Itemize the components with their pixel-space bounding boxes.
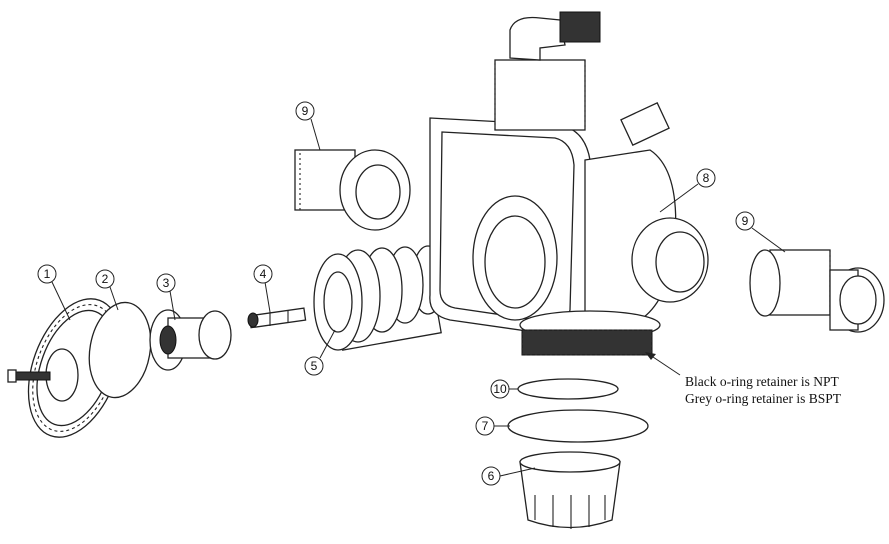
svg-text:4: 4	[260, 267, 267, 281]
svg-text:9: 9	[742, 214, 749, 228]
part-4-regenerant-piston	[247, 307, 307, 329]
callout-1: 1	[37, 264, 57, 284]
part-9-right-fitting	[749, 249, 885, 333]
svg-text:9: 9	[302, 104, 309, 118]
svg-text:1: 1	[44, 267, 51, 281]
part-6-basket	[519, 451, 621, 529]
note-bspt: Grey o-ring retainer is BSPT	[685, 391, 841, 406]
callout-8: 8	[696, 168, 716, 188]
note-npt: Black o-ring retainer is NPT	[685, 374, 839, 389]
part-5-spacer-stack	[313, 245, 445, 351]
callout-7: 7	[475, 416, 495, 436]
part-7-o-ring	[507, 409, 649, 443]
callout-10: 10	[490, 379, 510, 399]
svg-text:7: 7	[482, 419, 489, 433]
svg-text:6: 6	[488, 469, 495, 483]
callout-3: 3	[156, 273, 176, 293]
part-2-o-ring	[88, 301, 152, 399]
callout-5: 5	[304, 356, 324, 376]
svg-text:10: 10	[493, 382, 507, 396]
callout-6: 6	[481, 466, 501, 486]
callout-9-right: 9	[735, 211, 755, 231]
svg-text:2: 2	[102, 272, 109, 286]
callout-2: 2	[95, 269, 115, 289]
leader-lines	[51, 118, 786, 477]
svg-text:8: 8	[703, 171, 710, 185]
part-9-left-fitting	[294, 149, 411, 231]
svg-text:3: 3	[163, 276, 170, 290]
svg-text:5: 5	[311, 359, 318, 373]
part-valve-body	[429, 11, 709, 356]
part-3-piston	[149, 309, 232, 371]
callout-4: 4	[253, 264, 273, 284]
part-10-o-ring	[517, 378, 619, 400]
callout-9-left: 9	[295, 101, 315, 121]
